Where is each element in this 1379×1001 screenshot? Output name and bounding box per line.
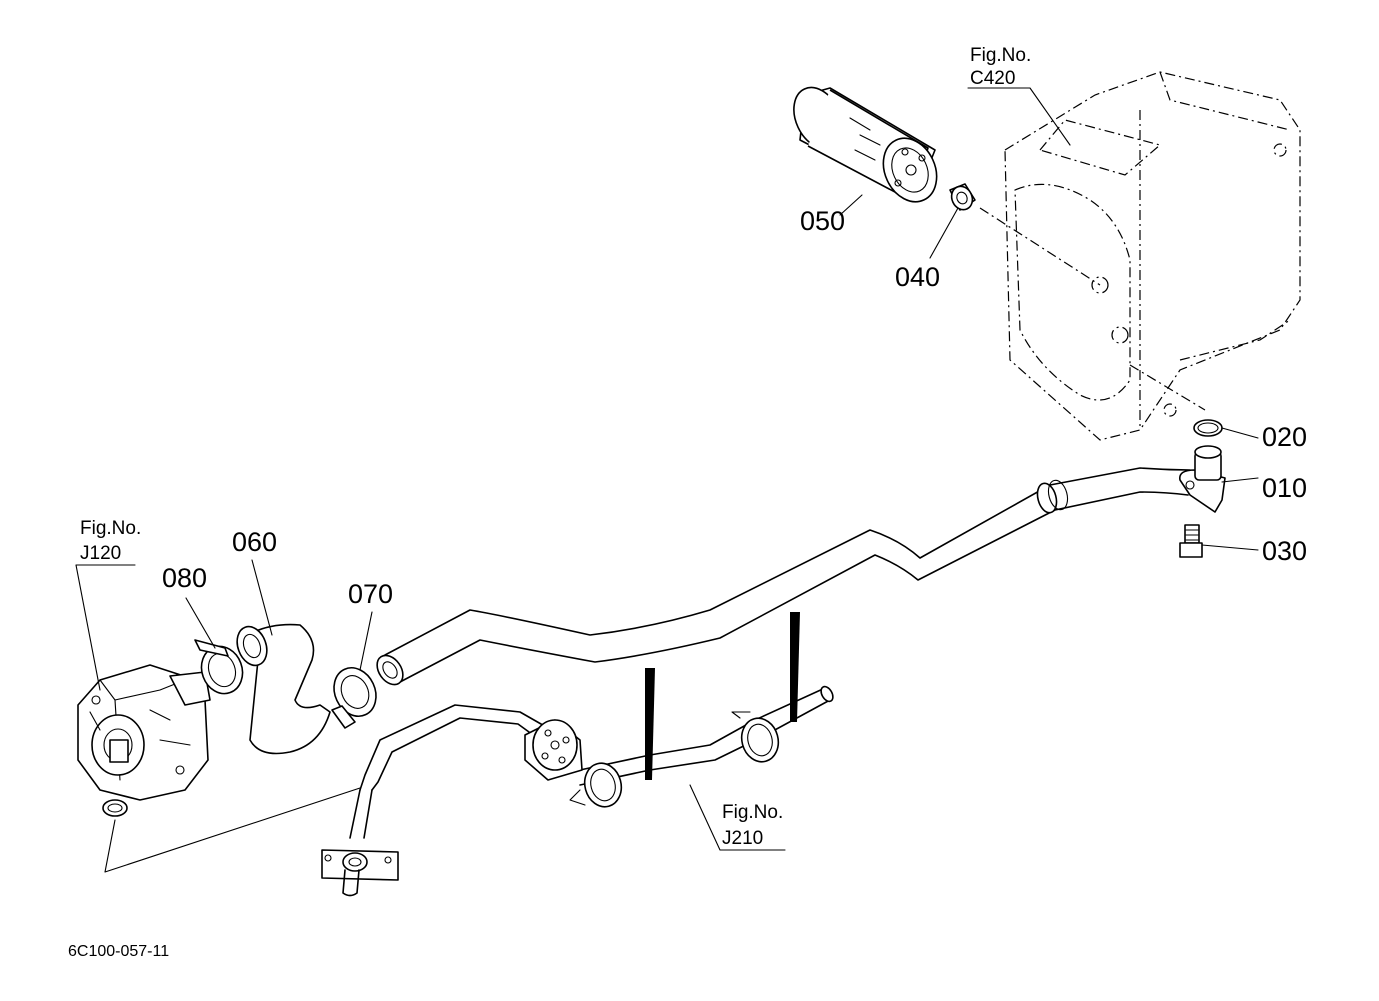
rubber-hose (236, 623, 331, 755)
pump-o-ring (102, 799, 128, 817)
support-strip-left (645, 668, 655, 780)
leader-020 (1221, 427, 1259, 439)
label-030: 030 (1262, 536, 1307, 566)
banjo-bolt (1179, 524, 1203, 558)
o-ring-inner (1197, 422, 1219, 434)
transmission-case (1004, 71, 1301, 441)
hose-clamp-080 (194, 639, 244, 695)
fig-ref-j210-caption: Fig.No. (722, 802, 783, 823)
filter-nipple (949, 183, 976, 211)
leader-070 (359, 611, 373, 671)
label-010: 010 (1262, 473, 1307, 503)
leader-j210 (689, 784, 786, 851)
leader-pump-oring (104, 787, 361, 873)
leader-030 (1201, 544, 1259, 551)
pipe-clamp-upper (731, 711, 780, 763)
pipe-clamp-lower (569, 762, 623, 808)
fig-ref-c420-code: C420 (970, 68, 1015, 89)
leader-j120 (75, 564, 136, 691)
label-080: 080 (162, 563, 207, 593)
flange-fitting (1178, 445, 1226, 513)
oil-pump (77, 664, 211, 801)
label-060: 060 (232, 527, 277, 557)
leader-060 (251, 559, 273, 636)
pump-o-ring-inner (107, 803, 123, 813)
support-strip-right (790, 612, 800, 722)
leader-050 (839, 194, 863, 216)
c420-centerline (979, 207, 1101, 286)
drawing-code: 6C100-057-11 (68, 943, 169, 960)
mounting-bracket (321, 849, 399, 897)
oil-filter (793, 86, 938, 203)
leader-010 (1221, 477, 1259, 483)
label-020: 020 (1262, 422, 1307, 452)
outlet-centerline (1129, 364, 1206, 411)
fig-ref-j120-code: J120 (80, 543, 121, 564)
label-040: 040 (895, 262, 940, 292)
oil-pipe (376, 467, 1191, 686)
fig-ref-c420-caption: Fig.No. (970, 45, 1031, 66)
leader-040 (929, 207, 959, 259)
leader-c420 (967, 87, 1071, 146)
label-070: 070 (348, 579, 393, 609)
secondary-pipe (349, 685, 834, 839)
leader-080 (185, 597, 216, 649)
hose-clamp-070 (331, 667, 377, 729)
junction-block (524, 719, 583, 781)
label-050: 050 (800, 206, 845, 236)
fig-ref-j120-caption: Fig.No. (80, 518, 141, 539)
fig-ref-j210-code: J210 (722, 828, 763, 849)
